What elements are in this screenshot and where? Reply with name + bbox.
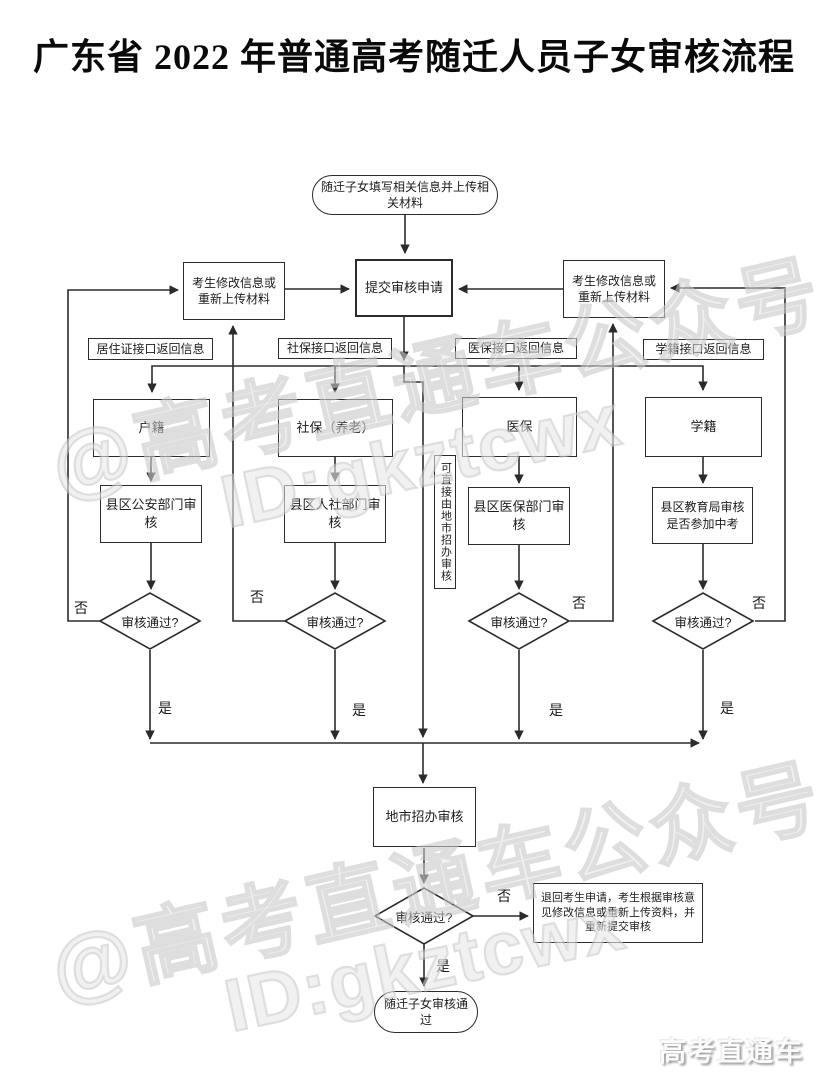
education-review-node: 县区教育局审核是否参加中考 (652, 487, 753, 544)
return-application-node: 退回考生申请，考生根据审核意见修改信息或重新上传资料，并重新提交审核 (533, 883, 703, 943)
decision-diamond-hukou (98, 592, 202, 650)
modify-left-node: 考生修改信息或重新上传材料 (183, 262, 285, 320)
decision-label-city: 审核通过? (395, 910, 453, 925)
hr-review-node: 县区人社部门审核 (284, 485, 386, 543)
branch-no-shebao: 否 (250, 589, 264, 605)
decision-diamond-yibao (467, 592, 571, 650)
decision-label-yibao: 审核通过? (490, 615, 548, 630)
medical-review-node: 县区医保部门审核 (468, 487, 570, 545)
start-node: 随迁子女填写相关信息并上传相关材料 (312, 175, 498, 215)
police-review-node: 县区公安部门审核 (100, 485, 202, 543)
footer-logo: 高考直通车 (659, 1037, 804, 1067)
submit-review-node: 提交审核申请 (355, 259, 453, 317)
decision-diamond-xueji (651, 592, 755, 650)
branch-yes-xueji: 是 (720, 700, 734, 716)
branch-no-yibao: 否 (572, 595, 586, 611)
residence-interface-label: 居住证接口返回信息 (88, 338, 213, 360)
xueji-node: 学籍 (645, 397, 762, 457)
shebao-node: 社保（养老） (278, 399, 393, 457)
branch-yes-city: 是 (436, 958, 450, 974)
decision-label-shebao: 审核通过? (306, 615, 364, 630)
decision-label-hukou: 审核通过? (121, 615, 179, 630)
end-node: 随迁子女审核通过 (374, 991, 478, 1033)
branch-no-hukou: 否 (74, 600, 88, 616)
direct-city-review-note: 可直接由地市招办审核 (434, 455, 456, 589)
decision-diamond-shebao (283, 592, 387, 650)
medical-interface-label: 医保接口返回信息 (455, 338, 577, 359)
branch-no-xueji: 否 (752, 595, 766, 611)
student-interface-label: 学籍接口返回信息 (643, 339, 764, 360)
social-interface-label: 社保接口返回信息 (278, 338, 392, 359)
city-review-node: 地市招办审核 (373, 787, 476, 847)
page-title: 广东省 2022 年普通高考随迁人员子女审核流程 (32, 37, 795, 77)
yibao-node: 医保 (462, 397, 577, 457)
decision-label-xueji: 审核通过? (674, 615, 732, 630)
branch-yes-yibao: 是 (549, 702, 563, 718)
branch-yes-hukou: 是 (158, 700, 172, 716)
modify-right-node: 考生修改信息或重新上传材料 (563, 260, 665, 318)
hukou-node: 户籍 (93, 399, 210, 457)
branch-yes-shebao: 是 (352, 702, 366, 718)
branch-no-city: 否 (497, 888, 511, 904)
decision-diamond-city (373, 887, 475, 945)
